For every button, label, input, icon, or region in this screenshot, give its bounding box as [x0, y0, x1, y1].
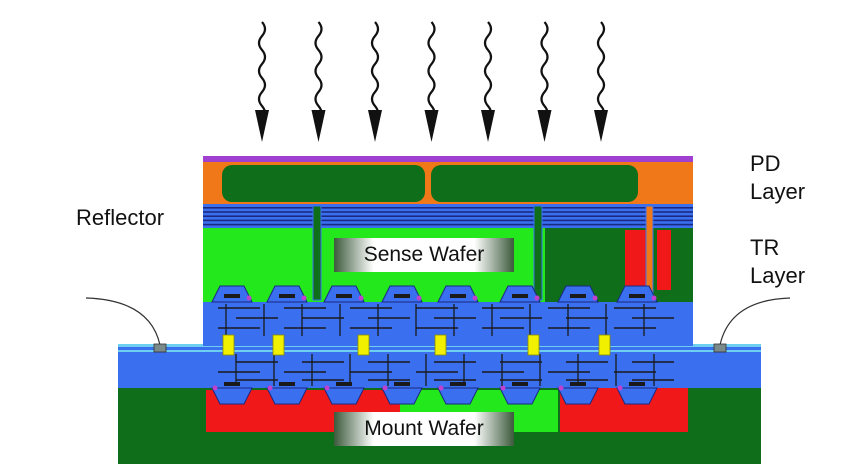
via-1 [312, 205, 322, 301]
red-region-upper-2 [657, 230, 671, 290]
bonding-pads [222, 334, 611, 356]
contact-top [358, 295, 364, 301]
stripe-line [203, 223, 693, 226]
contact-top [416, 295, 422, 301]
top-passivation-layer [203, 156, 693, 162]
contact-top [472, 295, 478, 301]
lower-beol-layer [203, 352, 693, 388]
sense-wafer-label: Sense Wafer [334, 238, 514, 272]
stripe-line [203, 211, 693, 213]
stripe-line [203, 219, 693, 222]
mount-wafer-label: Mount Wafer [334, 412, 514, 446]
contact-top [534, 295, 540, 301]
reflector-leader-left [85, 297, 161, 346]
light-arrow-shaft [370, 21, 380, 121]
gate-bottom [211, 387, 253, 405]
light-arrow-head [368, 110, 382, 142]
mount-wafer-label-box: Mount Wafer [334, 412, 514, 446]
gate-electrode-bottom [279, 382, 295, 386]
contact-bottom [558, 385, 564, 391]
gate-bottom [616, 387, 658, 405]
bond-pad [222, 334, 235, 356]
contact-bottom [212, 385, 218, 391]
gate-electrode-top [336, 294, 352, 298]
light-arrow-head [424, 110, 439, 142]
contact-top [592, 295, 598, 301]
gate-electrode-bottom [450, 382, 466, 386]
contact-bottom [267, 385, 273, 391]
light-arrow-shaft [314, 21, 323, 121]
gate-electrode-bottom [336, 382, 352, 386]
gate-bottom [557, 387, 599, 405]
photodiode-left [222, 165, 425, 202]
light-arrow-shaft [427, 21, 436, 121]
red-region-upper [625, 230, 647, 290]
contact-bottom [500, 385, 506, 391]
reflector-leader-right [719, 297, 791, 346]
stripe-line [203, 207, 693, 209]
light-arrow-shaft [483, 21, 493, 121]
bond-pad [272, 334, 285, 356]
pd-layer-label: PD Layer [750, 151, 806, 204]
gate-bottom [381, 387, 423, 405]
sense-wafer-die [203, 156, 693, 304]
contact-top [651, 295, 657, 301]
metal-wiring [218, 304, 674, 386]
light-arrow-shaft [257, 21, 267, 121]
reflector-left [85, 297, 167, 353]
transistor-gates-top [211, 285, 658, 303]
gate-electrode-top [279, 294, 295, 298]
gate-electrode-top [512, 294, 528, 298]
gate-bottom [437, 387, 479, 405]
light-arrow-shaft [596, 21, 606, 121]
interlayer-stripes [203, 207, 693, 226]
via-2 [533, 205, 543, 301]
contact-bottom [617, 385, 623, 391]
reflector-pad-left [153, 343, 167, 353]
sense-wafer-label-box: Sense Wafer [334, 238, 514, 272]
incident-light-arrows [255, 21, 608, 142]
bond-pad [357, 334, 370, 356]
reflector-pad-right [713, 343, 727, 353]
light-arrow-head [594, 110, 608, 142]
gate-electrode-top [570, 294, 586, 298]
reflector-label: Reflector [76, 205, 165, 230]
bond-pad [598, 334, 611, 356]
light-arrow-head [255, 110, 269, 142]
light-arrow-head [481, 110, 495, 142]
reflector-right [713, 297, 791, 353]
contact-bottom [324, 385, 330, 391]
bond-pad [434, 334, 447, 356]
contact-bottom [382, 385, 388, 391]
light-arrow-head [311, 110, 326, 142]
transistor-gates-bottom [211, 382, 658, 405]
tr-layer-label: TR Layer [750, 235, 806, 288]
light-arrow-head [537, 110, 552, 142]
gate-electrode-bottom [394, 382, 410, 386]
gate-electrode-top [629, 294, 645, 298]
bond-pad [527, 334, 540, 356]
stripe-line [203, 215, 693, 217]
gate-electrode-bottom [224, 382, 240, 386]
contact-bottom [438, 385, 444, 391]
photodiode-right [431, 165, 638, 202]
gate-bottom [499, 387, 541, 405]
gate-electrode-top [224, 294, 240, 298]
contact-top [246, 295, 252, 301]
gate-electrode-bottom [629, 382, 645, 386]
gate-bottom [266, 387, 308, 405]
gate-electrode-bottom [512, 382, 528, 386]
sense-beol-layer [203, 302, 693, 346]
gate-electrode-top [450, 294, 466, 298]
contact-top [301, 295, 307, 301]
gate-electrode-top [394, 294, 410, 298]
light-arrow-shaft [540, 21, 549, 121]
gate-bottom [323, 387, 365, 405]
